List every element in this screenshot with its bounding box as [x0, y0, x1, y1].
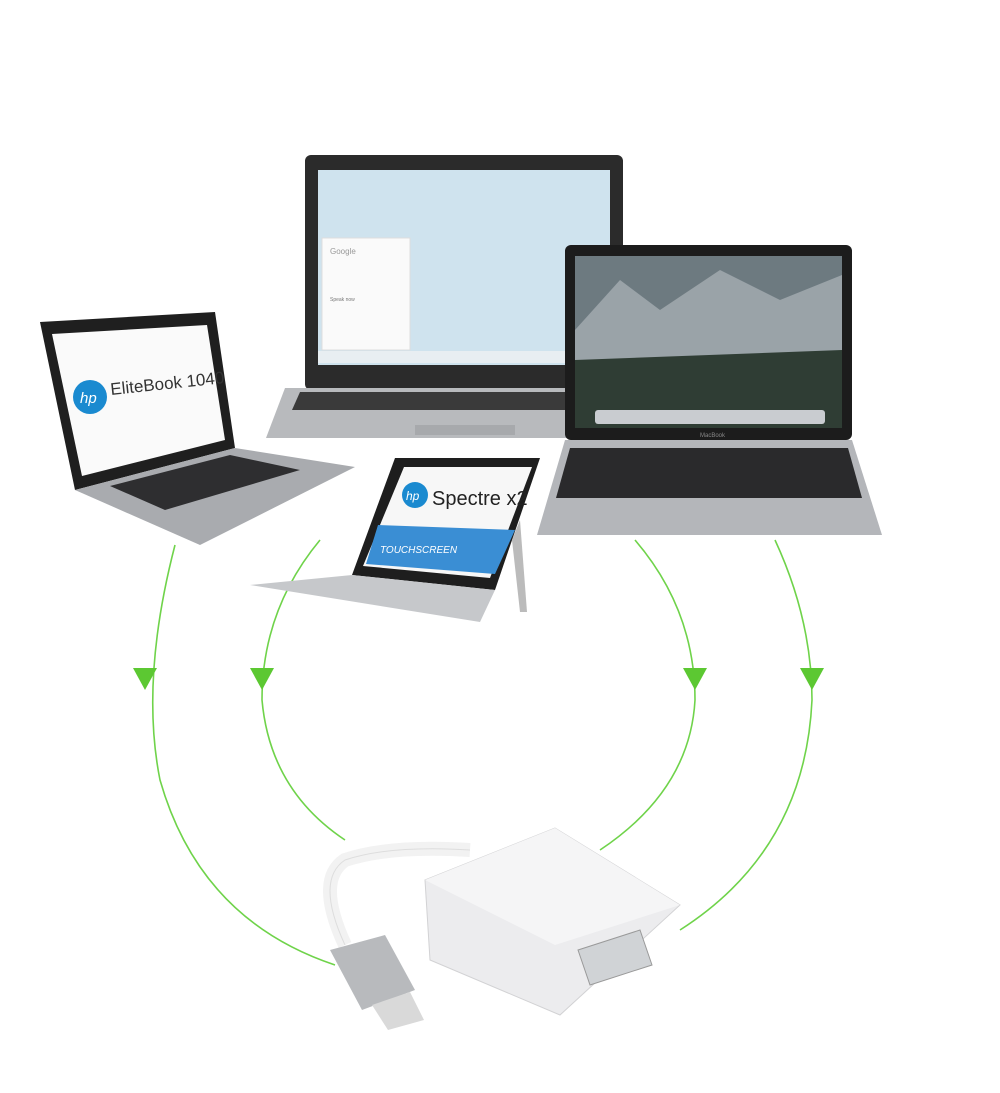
touchscreen-banner: TOUCHSCREEN	[380, 545, 458, 556]
vga-port	[577, 929, 653, 986]
arc-macbook	[679, 539, 813, 931]
hp-logo: hp	[80, 390, 97, 407]
speak-now-text: Speak now	[330, 297, 355, 303]
arc-chromebook	[599, 539, 696, 851]
arrow-down-icon	[683, 668, 707, 690]
arrow-down-icon	[133, 668, 157, 690]
arrow-down-icon	[250, 668, 274, 690]
spectre-x2-tablet: hp Spectre x2 TOUCHSCREEN	[250, 458, 540, 622]
macbook-label: MacBook	[700, 433, 726, 439]
hp-logo: hp	[406, 489, 420, 503]
google-search-title: Google	[330, 247, 356, 256]
spectre-model-text: Spectre x2	[432, 488, 528, 510]
elitebook-laptop: hp EliteBook 1040	[40, 312, 355, 545]
chromebook-laptop: Google Speak now	[266, 155, 640, 438]
arc-elitebook	[151, 544, 336, 966]
usb-c-vga-adapter	[323, 827, 681, 1030]
arrow-down-icon	[800, 668, 824, 690]
macbook-laptop: MacBook	[537, 245, 882, 535]
